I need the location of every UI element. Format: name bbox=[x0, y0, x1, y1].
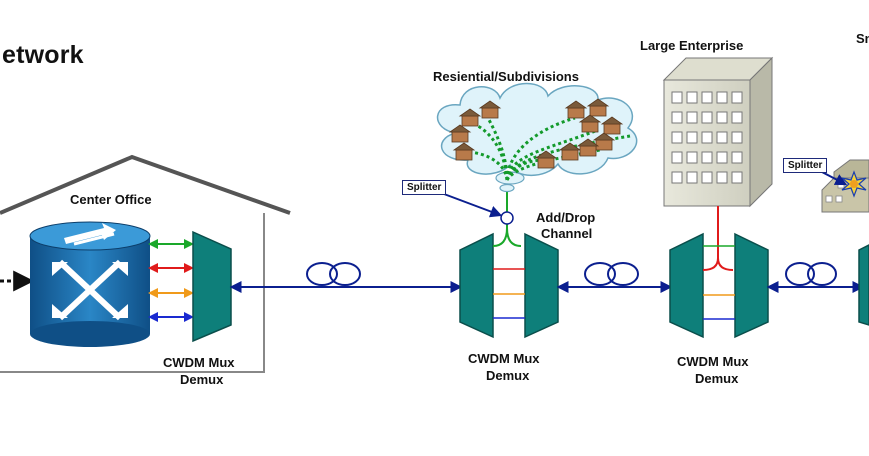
large-enterprise-label: Large Enterprise bbox=[640, 38, 744, 53]
residential-cloud bbox=[436, 82, 638, 193]
fiber-coil-icon bbox=[785, 262, 837, 286]
fiber-coil-icon bbox=[306, 262, 361, 286]
center-office-house bbox=[0, 154, 291, 373]
cwdm-mux-2 bbox=[459, 180, 559, 339]
splitter-label-1: Splitter bbox=[402, 180, 447, 195]
cwdm-label-1: CWDM Mux bbox=[163, 355, 235, 370]
optical-switch-icon bbox=[29, 221, 151, 347]
residential-label: Resiential/Subdivisions bbox=[433, 69, 579, 84]
demux-label-3: Demux bbox=[695, 371, 739, 386]
center-office-label: Center Office bbox=[70, 192, 152, 207]
small-business-label: Sn bbox=[856, 31, 869, 46]
building-icon bbox=[662, 56, 774, 208]
splitter-label-2: Splitter bbox=[783, 158, 828, 173]
demux-label-2: Demux bbox=[486, 368, 530, 383]
star-burst-icon bbox=[841, 170, 867, 198]
cwdm-label-3: CWDM Mux bbox=[677, 354, 749, 369]
house-icon bbox=[448, 98, 624, 169]
cwdm-label-2: CWDM Mux bbox=[468, 351, 540, 366]
cwdm-mux-4 bbox=[858, 244, 869, 326]
add-drop-label: Add/Drop bbox=[536, 210, 596, 225]
channel-label: Channel bbox=[541, 226, 593, 241]
page-title: etwork bbox=[2, 41, 84, 69]
cwdm-mux-3 bbox=[669, 232, 769, 339]
fiber-coil-icon bbox=[584, 262, 639, 286]
splitter-1-node bbox=[500, 211, 514, 225]
demux-label-1: Demux bbox=[180, 372, 224, 387]
cwdm-mux-1 bbox=[192, 230, 232, 343]
small-business-icon bbox=[821, 159, 869, 213]
